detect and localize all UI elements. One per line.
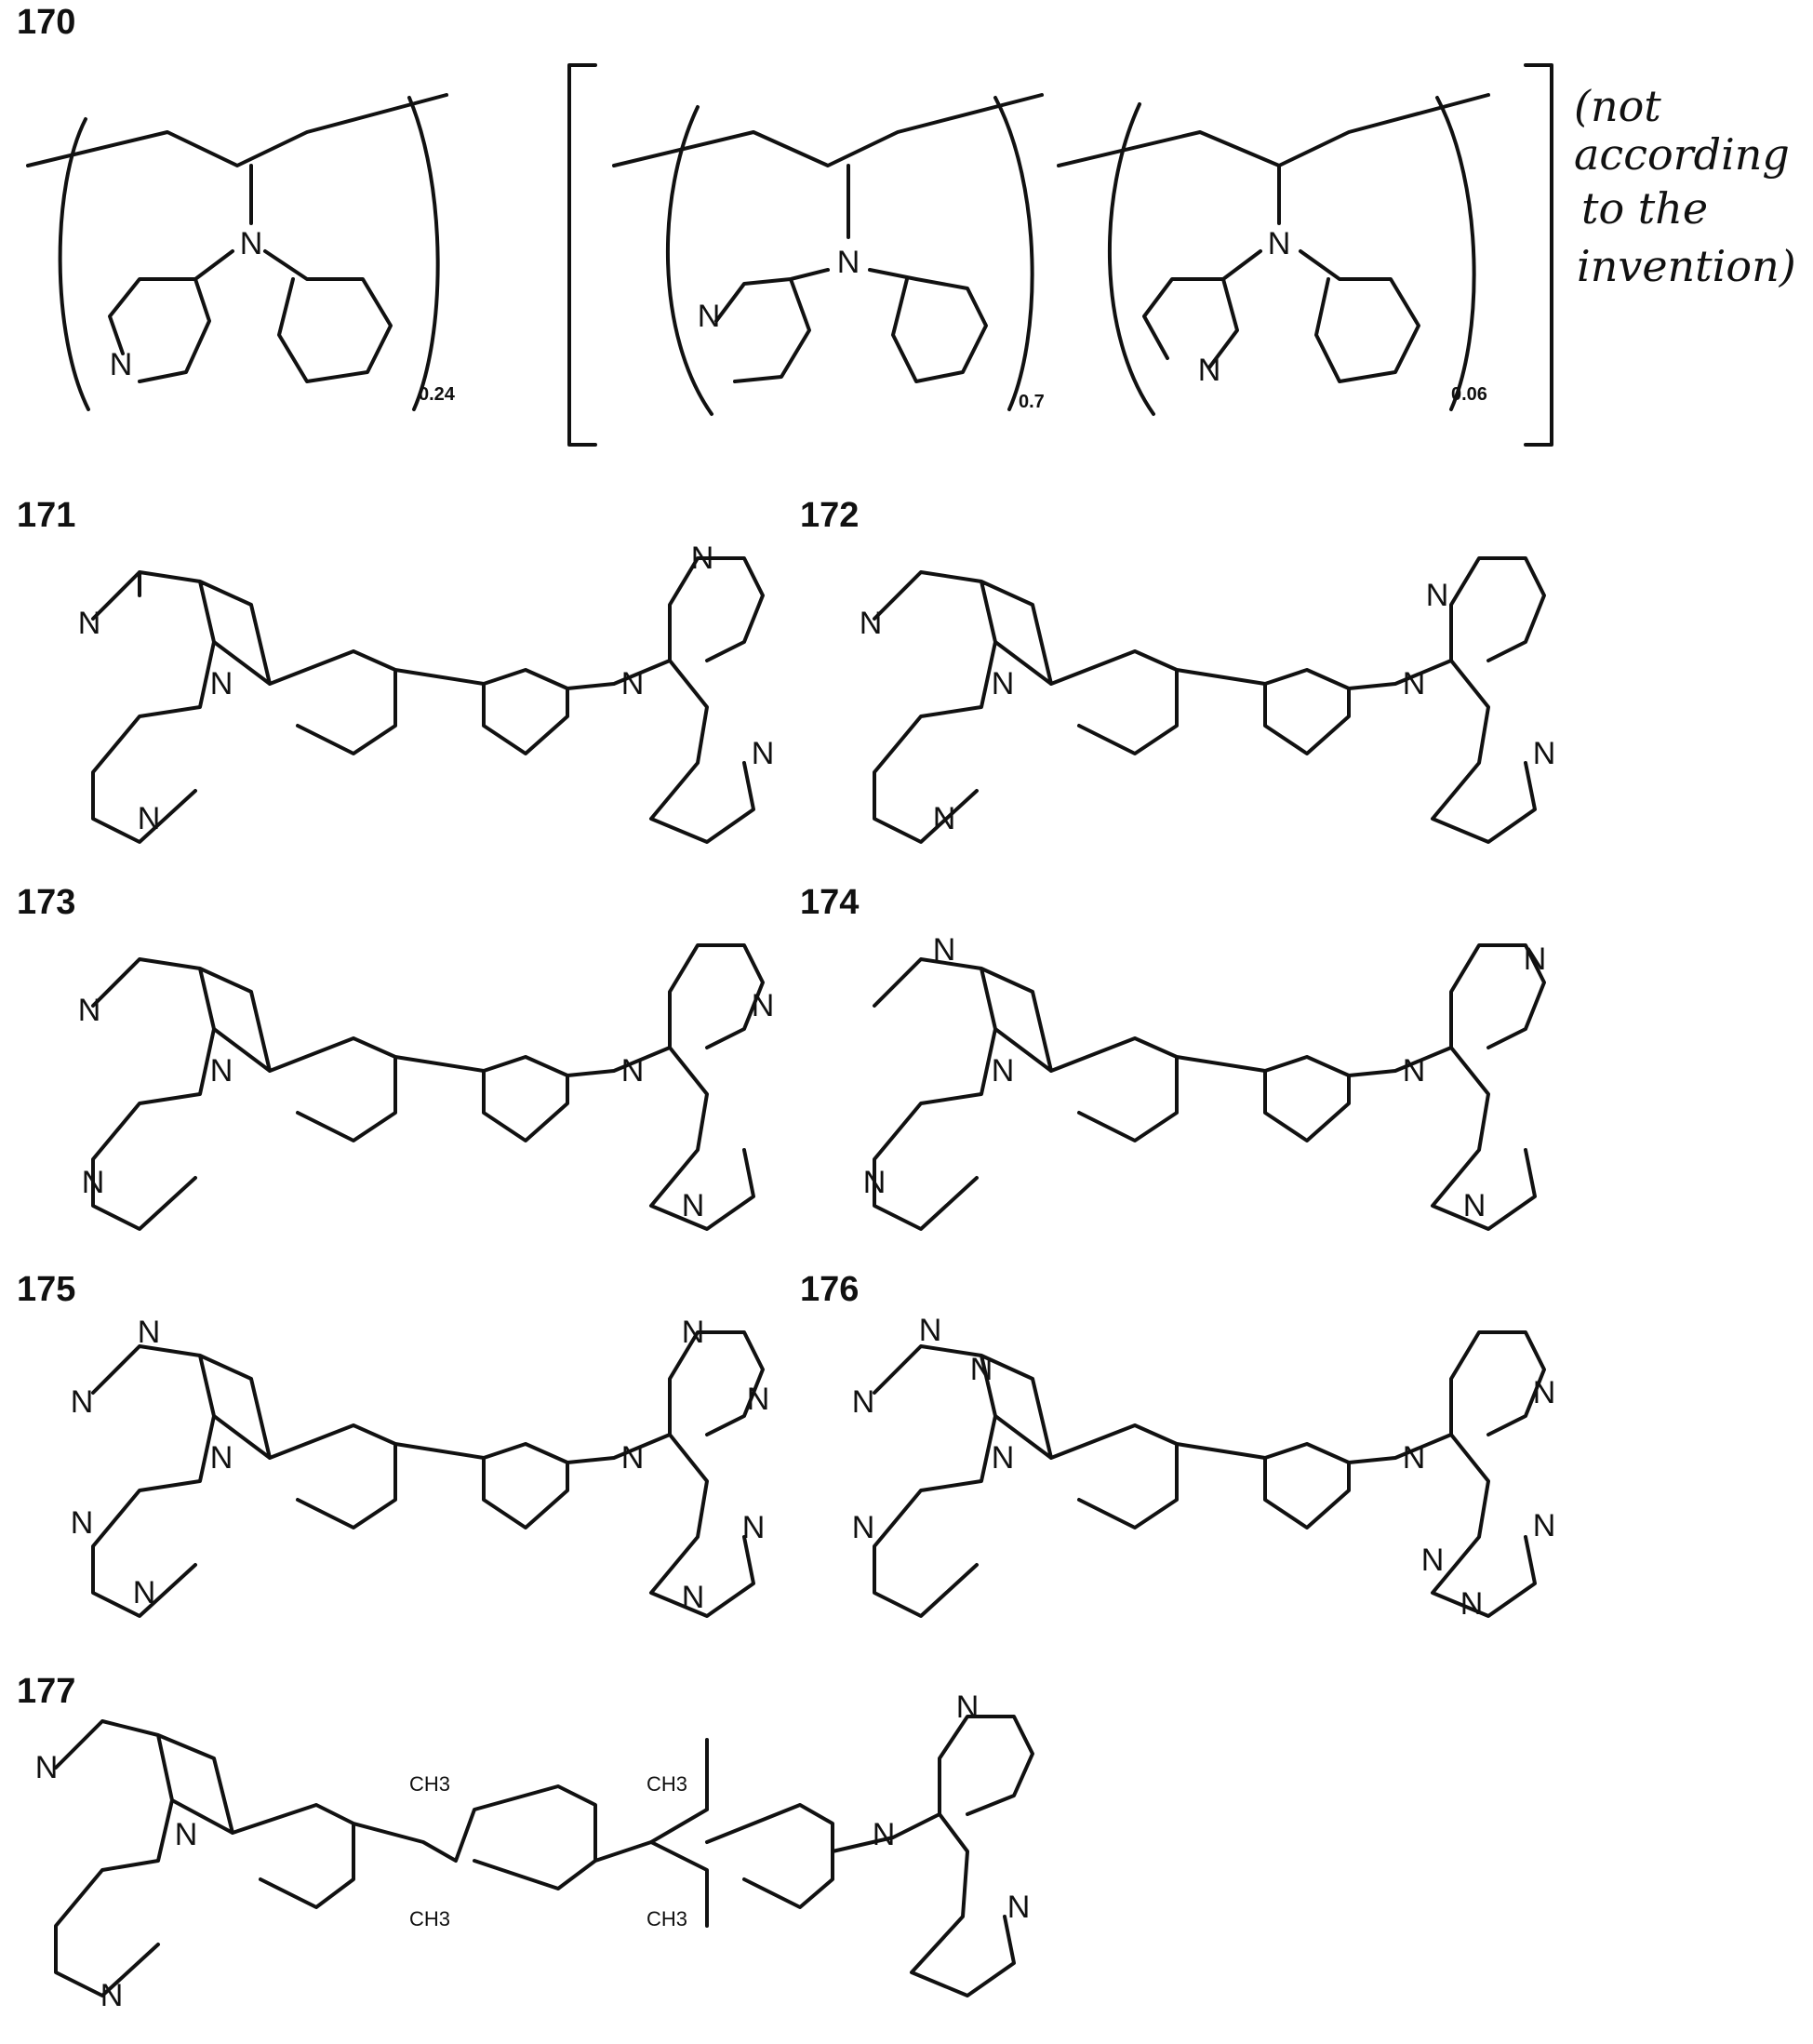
group-ch3: CH3 (647, 1772, 687, 1796)
atom-n: N (1533, 1375, 1556, 1410)
atom-n: N (175, 1817, 198, 1852)
structure-170: N N 0.24 N N 0.7 N N 0.06 (28, 65, 1796, 445)
atom-n: N (82, 1165, 105, 1200)
atom-n: N (852, 1510, 875, 1545)
compound-label-170: 170 (17, 3, 75, 42)
index-0-7: 0.7 (1019, 392, 1045, 412)
atom-n: N (1007, 1890, 1031, 1925)
structure-174: N N N N N N (863, 932, 1547, 1229)
atom-n: N (1268, 226, 1291, 261)
bracket-left (569, 65, 595, 445)
atom-n: N (860, 606, 883, 641)
atom-n: N (933, 932, 956, 968)
atom-n: N (752, 736, 775, 771)
compound-label-172: 172 (800, 496, 859, 535)
atom-n: N (621, 1440, 645, 1476)
atom-n: N (71, 1505, 94, 1541)
atom-n: N (747, 1382, 770, 1417)
atom-n: N (621, 666, 645, 701)
structure-175: N N N N N N N N N N (71, 1315, 770, 1616)
atom-n: N (682, 1188, 705, 1223)
atom-n: N (992, 1440, 1015, 1476)
paren-right (409, 98, 438, 409)
atom-n: N (78, 993, 101, 1028)
atom-n: N (1403, 1053, 1426, 1089)
atom-n: N (210, 1440, 233, 1476)
group-ch3: CH3 (409, 1907, 450, 1930)
atom-n: N (1403, 666, 1426, 701)
atom-n: N (852, 1384, 875, 1420)
atom-n: N (992, 666, 1015, 701)
atom-n: N (1403, 1440, 1426, 1476)
atom-n: N (138, 801, 161, 836)
atom-n: N (210, 666, 233, 701)
atom-n: N (698, 299, 721, 334)
atom-n: N (1463, 1188, 1486, 1223)
atom-n: N (138, 1315, 161, 1350)
atom-n: N (1426, 578, 1449, 613)
atom-n: N (110, 347, 133, 382)
atom-n: N (682, 1580, 705, 1615)
polymer-unit-1: N N 0.24 (28, 95, 456, 409)
structure-177: N N N N N N CH3 CH3 CH3 CH3 (35, 1690, 1033, 2013)
atom-n: N (933, 801, 956, 836)
structure-172: N N N N N N (860, 558, 1556, 842)
atom-n: N (210, 1053, 233, 1089)
atom-n: N (956, 1690, 980, 1725)
atom-n: N (71, 1384, 94, 1420)
atom-n: N (621, 1053, 645, 1089)
note-line-1: (not (1574, 81, 1661, 131)
atom-n: N (78, 606, 101, 641)
atom-n: N (133, 1575, 156, 1610)
atom-n: N (682, 1315, 705, 1350)
note-line-4: invention) (1577, 241, 1796, 291)
atom-n: N (837, 245, 860, 280)
atom-n: N (35, 1750, 59, 1785)
structure-176: N N N N N N N N N N (852, 1313, 1556, 1622)
atom-n: N (1533, 736, 1556, 771)
bracket-right (1526, 65, 1552, 445)
handwritten-note: (not according to the invention) (1574, 81, 1796, 291)
atom-n: N (1460, 1586, 1484, 1622)
polymer-unit-2: N N 0.7 (614, 95, 1045, 414)
atom-n: N (1533, 1508, 1556, 1543)
atom-n: N (240, 226, 263, 261)
atom-n: N (863, 1165, 887, 1200)
compound-label-173: 173 (17, 883, 75, 922)
atom-n: N (752, 988, 775, 1023)
compound-label-176: 176 (800, 1270, 859, 1309)
note-line-3: to the (1581, 183, 1708, 234)
compound-label-177: 177 (17, 1672, 75, 1711)
polymer-unit-3: N N 0.06 (1059, 95, 1488, 414)
note-line-2: according (1574, 129, 1790, 180)
group-ch3: CH3 (647, 1907, 687, 1930)
atom-n: N (873, 1817, 896, 1852)
atom-n: N (100, 1978, 124, 2013)
atom-n: N (919, 1313, 942, 1348)
compound-label-171: 171 (17, 496, 75, 535)
index-0-06: 0.06 (1451, 384, 1487, 405)
paren-left (60, 119, 88, 409)
atom-n: N (1421, 1543, 1445, 1578)
compound-label-175: 175 (17, 1270, 75, 1309)
structure-173: N N N N N N (78, 945, 775, 1229)
atom-n: N (691, 541, 714, 576)
atom-n: N (1524, 942, 1547, 977)
structure-171: N N N N N N (78, 541, 775, 842)
group-ch3: CH3 (409, 1772, 450, 1796)
atom-n: N (970, 1352, 993, 1387)
compound-label-174: 174 (800, 883, 859, 922)
index-0-24: 0.24 (419, 384, 456, 405)
atom-n: N (742, 1510, 766, 1545)
atom-n: N (1198, 353, 1221, 388)
atom-n: N (992, 1053, 1015, 1089)
